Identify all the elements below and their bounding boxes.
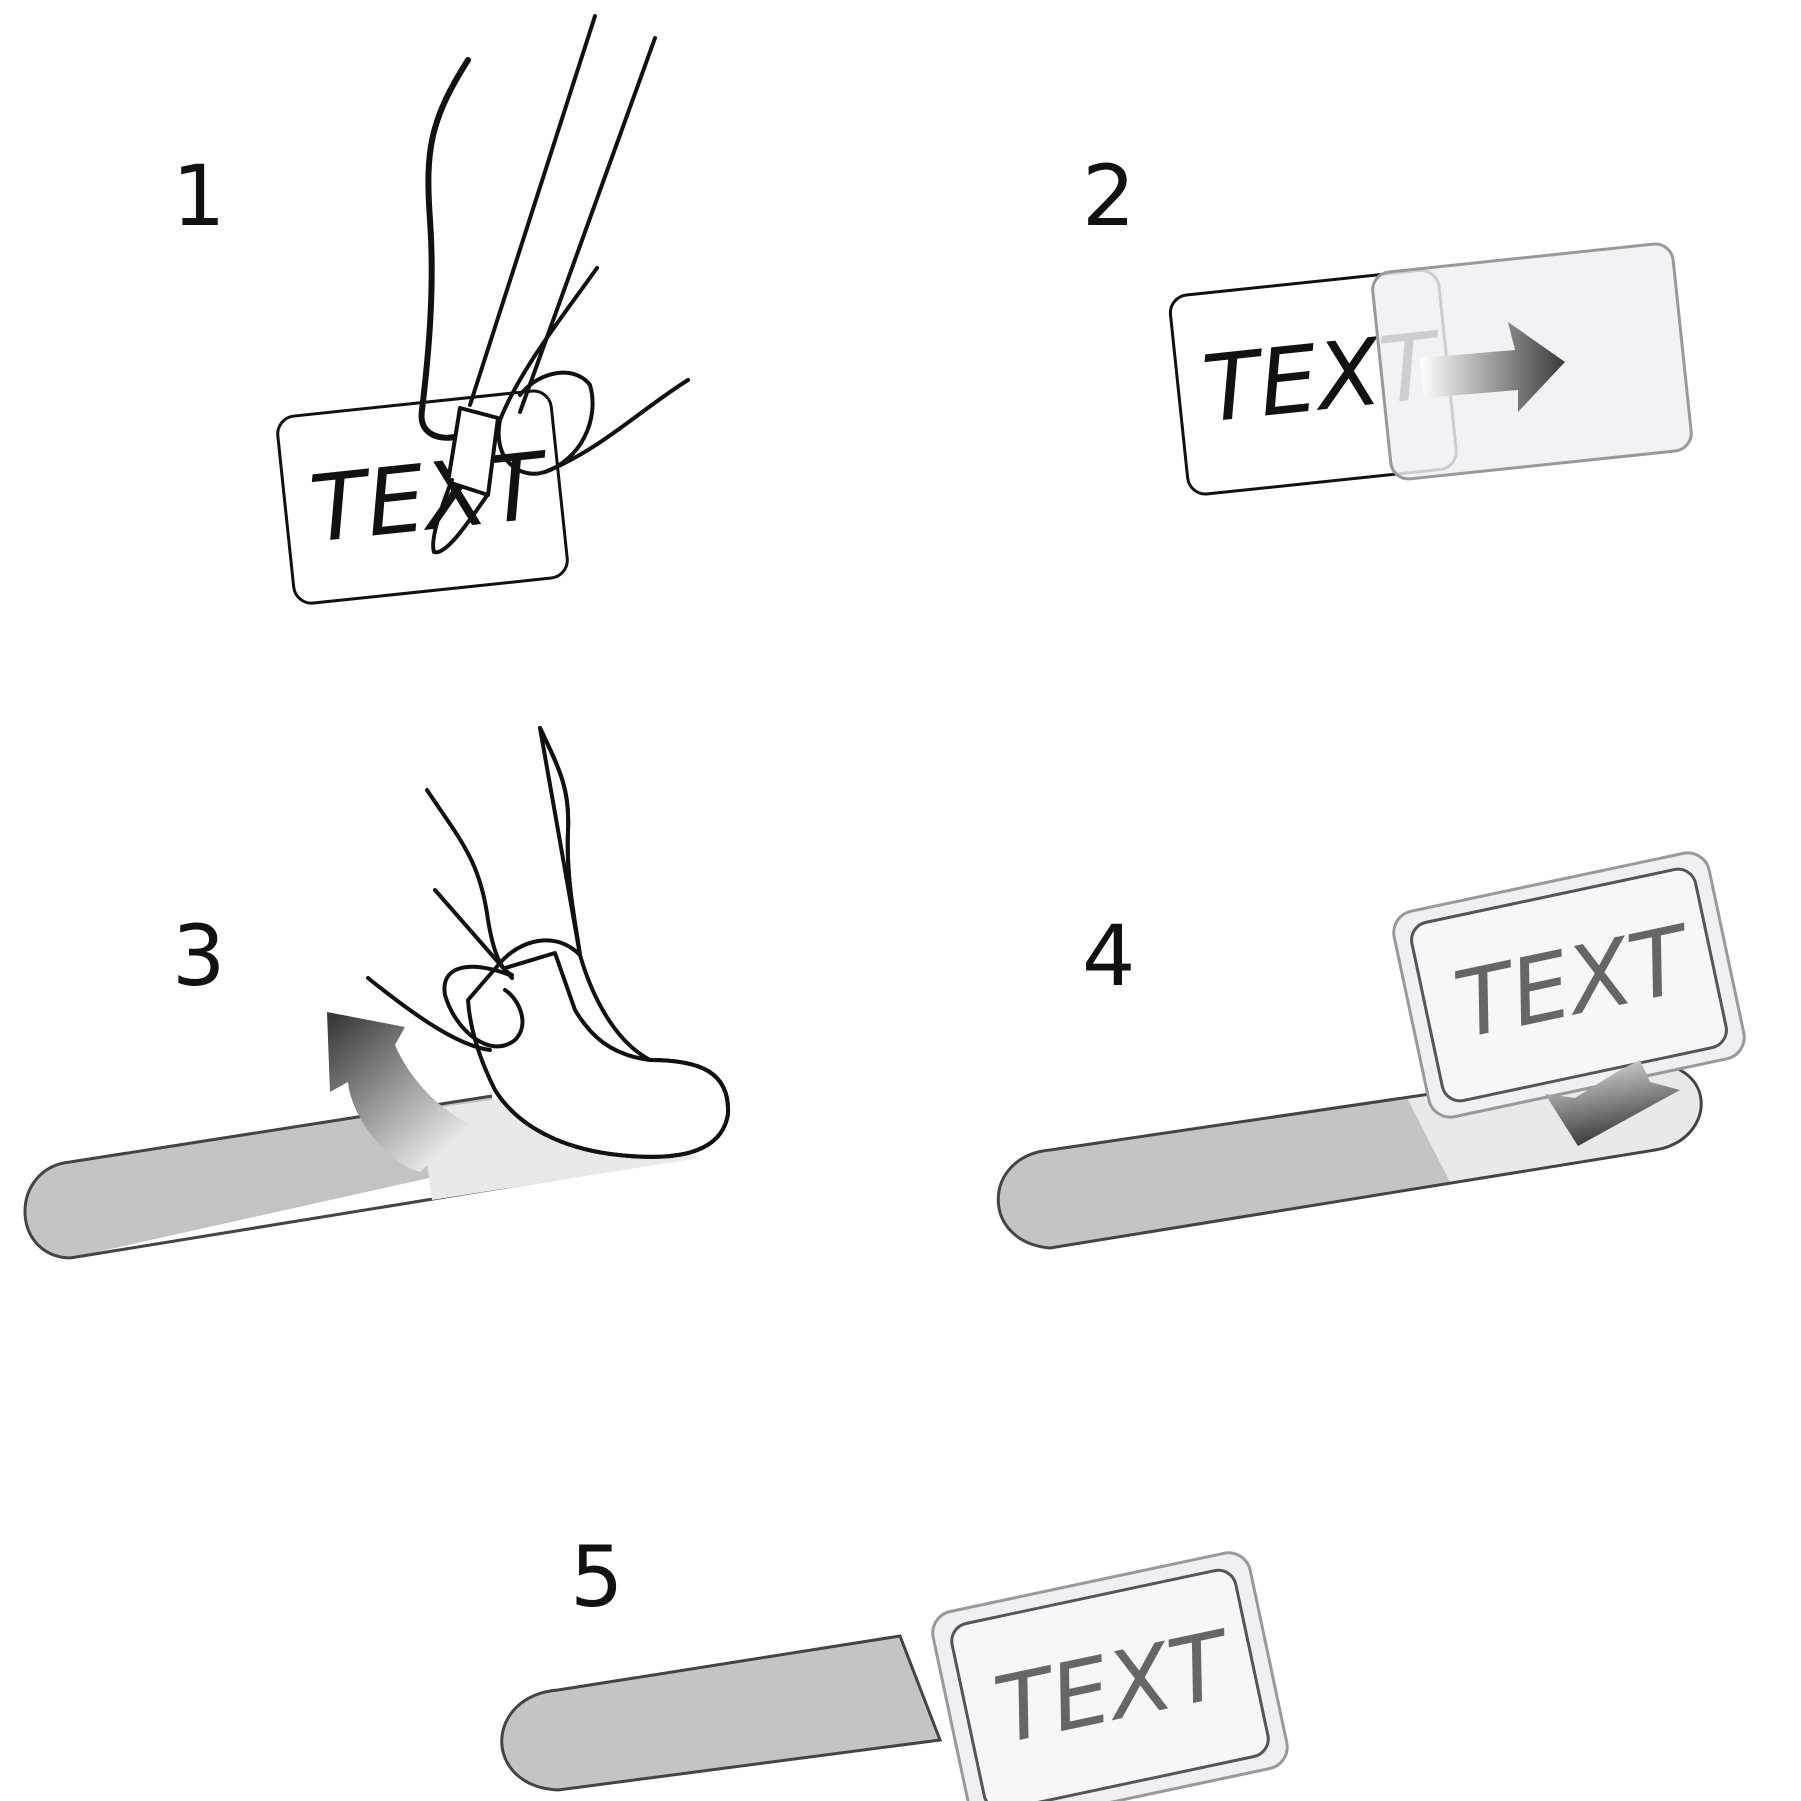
step-2: 2 TEXT <box>1082 147 1693 496</box>
step-3-hand-icon <box>366 726 731 1159</box>
step-3-window <box>420 1096 700 1200</box>
step-2-slide-right-arrow-icon <box>1420 322 1565 412</box>
step-5-sleeve-card: TEXT <box>931 1551 1289 1801</box>
step-1-number: 1 <box>172 147 225 245</box>
step-2-number: 2 <box>1082 147 1135 245</box>
step-5: 5 TEXT <box>500 1528 1289 1801</box>
step-4-number: 4 <box>1082 907 1135 1005</box>
step-1-card-text: TEXT <box>305 432 555 564</box>
step-4: 4 TEXT <box>996 851 1746 1250</box>
step-3-number: 3 <box>172 907 225 1005</box>
step-1-hand-with-pen-icon <box>418 14 690 555</box>
step-4-insert-down-arrow-icon <box>1545 1060 1680 1146</box>
step-3-lift-arrow-icon <box>327 1012 470 1172</box>
step-4-sleeve-card: TEXT <box>1392 851 1746 1119</box>
step-3: 3 <box>23 726 731 1260</box>
step-5-number: 5 <box>570 1528 623 1626</box>
step-5-strap <box>500 1634 943 1792</box>
step-1: 1 TEXT <box>172 14 690 605</box>
